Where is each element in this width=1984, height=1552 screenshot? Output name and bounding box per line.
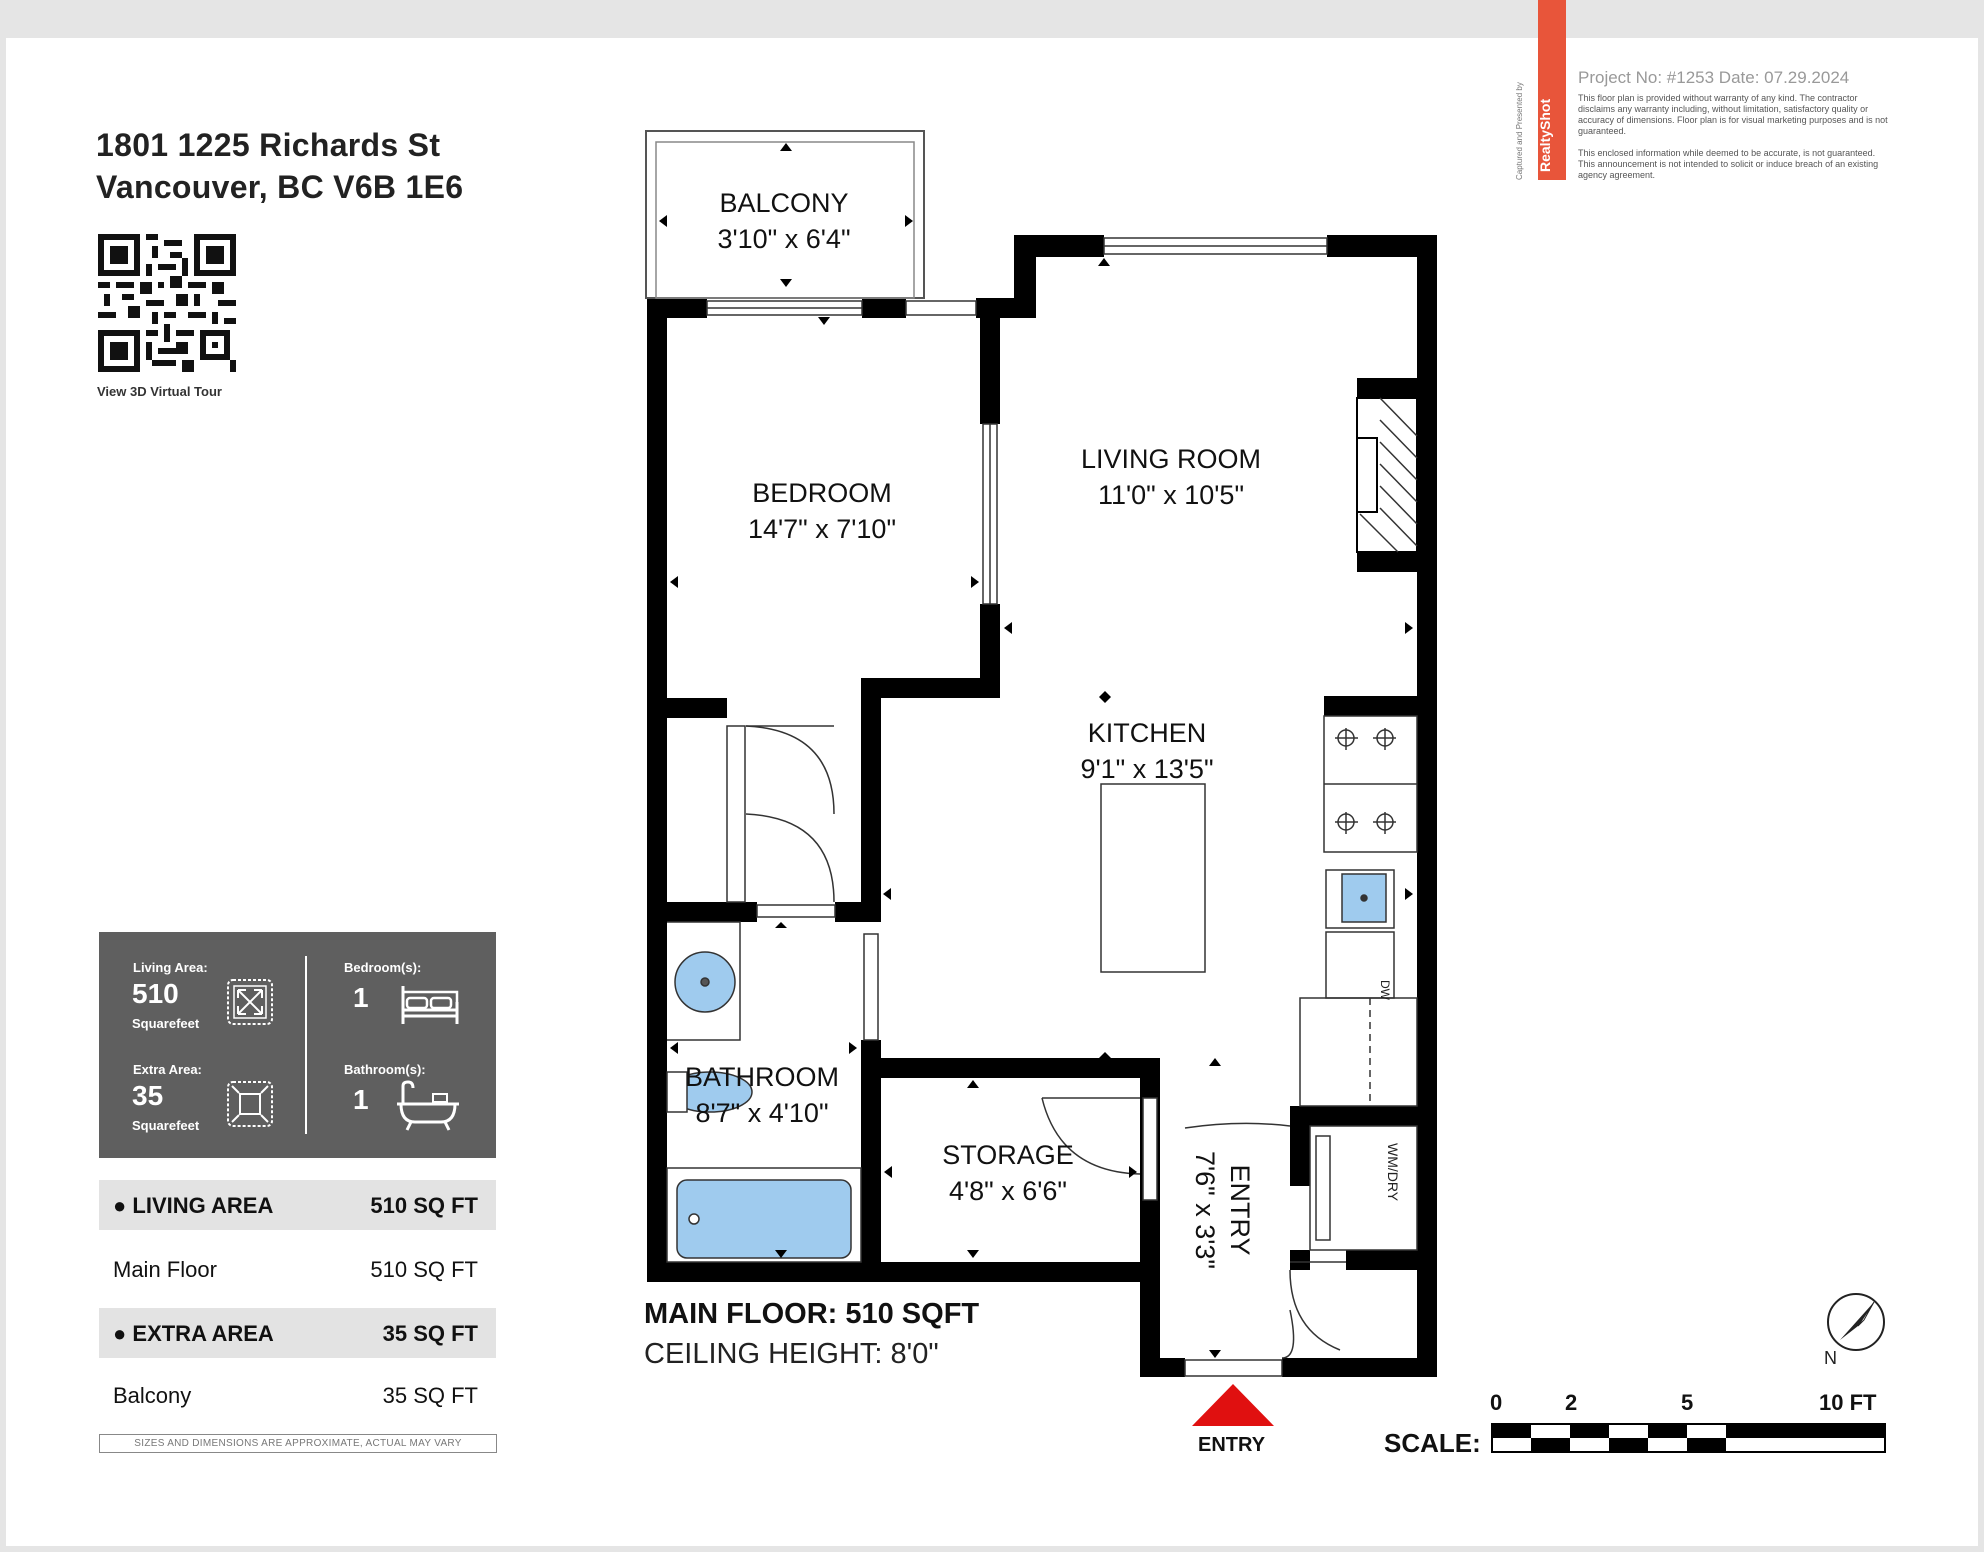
- living-area-total: 510 SQ FT: [370, 1193, 478, 1218]
- compress-area-icon: [227, 1081, 273, 1127]
- bathroom-fixtures: [666, 921, 862, 1263]
- balcony-row: Balcony 35 SQ FT: [99, 1370, 496, 1420]
- expand-area-icon: [227, 979, 273, 1025]
- scale-tick: 10 FT: [1819, 1390, 1877, 1415]
- kitchen-dimensions: 9'1" x 13'5": [1080, 754, 1213, 784]
- floor-title: MAIN FLOOR: 510 SQFT: [644, 1298, 980, 1330]
- stats-divider: [305, 956, 307, 1134]
- balcony-value: 35 SQ FT: [382, 1383, 478, 1408]
- address-line-2: Vancouver, BC V6B 1E6: [96, 169, 464, 205]
- main-floor-value: 510 SQ FT: [370, 1257, 478, 1282]
- balcony-dimensions: 3'10" x 6'4": [717, 224, 850, 254]
- qr-caption: View 3D Virtual Tour: [97, 384, 222, 399]
- extra-area-value: 35: [132, 1080, 164, 1111]
- living-area-value: 510: [132, 978, 179, 1009]
- windows: [706, 237, 1328, 1377]
- storage-dimensions: 4'8" x 6'6": [949, 1176, 1067, 1206]
- main-floor-label: Main Floor: [113, 1257, 217, 1282]
- interior-walls: [647, 318, 1417, 1270]
- warranty-disclaimer: This floor plan is provided without warr…: [1578, 93, 1888, 136]
- balcony-label: Balcony: [113, 1383, 192, 1408]
- scale-tick: 5: [1681, 1390, 1694, 1415]
- bathrooms-value: 1: [353, 1084, 369, 1115]
- dimension-markers: [659, 143, 1413, 1358]
- approximate-disclaimer: SIZES AND DIMENSIONS ARE APPROXIMATE, AC…: [99, 1434, 497, 1453]
- bathtub-icon: [397, 1080, 459, 1131]
- scale-tick: 0: [1490, 1390, 1503, 1415]
- living-room-dimensions: 11'0" x 10'5": [1098, 480, 1244, 510]
- living-area-unit: Squarefeet: [132, 1016, 200, 1031]
- living-area-label: Living Area:: [133, 960, 208, 975]
- entry-name: ENTRY: [1225, 1164, 1255, 1255]
- balcony-area: [645, 130, 925, 299]
- living-area-title: ● LIVING AREA: [113, 1193, 274, 1218]
- extra-area-summary-row: ● EXTRA AREA 35 SQ FT: [99, 1308, 496, 1358]
- fireplace: [1356, 397, 1418, 553]
- extra-area-unit: Squarefeet: [132, 1118, 200, 1133]
- living-area-summary-row: ● LIVING AREA 510 SQ FT: [99, 1180, 496, 1230]
- compass-label: N: [1824, 1348, 1837, 1368]
- extra-area-title: ● EXTRA AREA: [113, 1321, 274, 1346]
- scale-bar: [1491, 1423, 1886, 1453]
- address-line-1: 1801 1225 Richards St: [96, 127, 441, 163]
- ceiling-height: CEILING HEIGHT: 8'0": [644, 1338, 939, 1370]
- property-address: 1801 1225 Richards St Vancouver, BC V6B …: [96, 124, 463, 208]
- bathroom-dimensions: 8'7" x 4'10": [695, 1098, 828, 1128]
- bathroom-name: BATHROOM: [685, 1062, 839, 1092]
- bedroom-dimensions: 14'7" x 7'10": [748, 514, 896, 544]
- extra-area-total: 35 SQ FT: [382, 1321, 478, 1346]
- dishwasher-label: DW: [1378, 980, 1392, 1001]
- balcony-name: BALCONY: [719, 188, 848, 218]
- brand-logo-bar: [1538, 0, 1566, 180]
- storage-name: STORAGE: [942, 1140, 1074, 1170]
- kitchen-name: KITCHEN: [1088, 718, 1207, 748]
- compass-icon: [1827, 1293, 1885, 1351]
- project-info: Project No: #1253 Date: 07.29.2024: [1578, 68, 1850, 87]
- agency-disclaimer: This enclosed information while deemed t…: [1578, 148, 1879, 180]
- qr-code[interactable]: [98, 234, 236, 372]
- living-room-name: LIVING ROOM: [1081, 444, 1261, 474]
- bedrooms-value: 1: [353, 982, 369, 1013]
- bedrooms-label: Bedroom(s):: [344, 960, 422, 975]
- scale-title: SCALE:: [1384, 1428, 1481, 1458]
- stats-panel: Living Area: 510 Squarefeet Extra Area: …: [99, 932, 496, 1158]
- main-floor-row: Main Floor 510 SQ FT: [99, 1244, 496, 1294]
- kitchen-fixtures: [1100, 715, 1418, 1107]
- bathrooms-label: Bathroom(s):: [344, 1062, 426, 1077]
- floor-plan-sheet: [6, 38, 1978, 1546]
- entry-arrow-icon: [1192, 1384, 1274, 1426]
- entry-dimensions: 7'6" x 3'3": [1190, 1151, 1220, 1269]
- bed-icon: [401, 986, 459, 1024]
- washer-dryer-label: WM/DRY: [1385, 1143, 1401, 1202]
- extra-area-label: Extra Area:: [133, 1062, 202, 1077]
- entry-marker-label: ENTRY: [1198, 1434, 1266, 1456]
- stove-burners: [1324, 728, 1417, 834]
- washer-dryer: [1309, 1125, 1418, 1251]
- bedroom-name: BEDROOM: [752, 478, 892, 508]
- doors: [726, 725, 1346, 1359]
- scale-tick: 2: [1565, 1390, 1578, 1415]
